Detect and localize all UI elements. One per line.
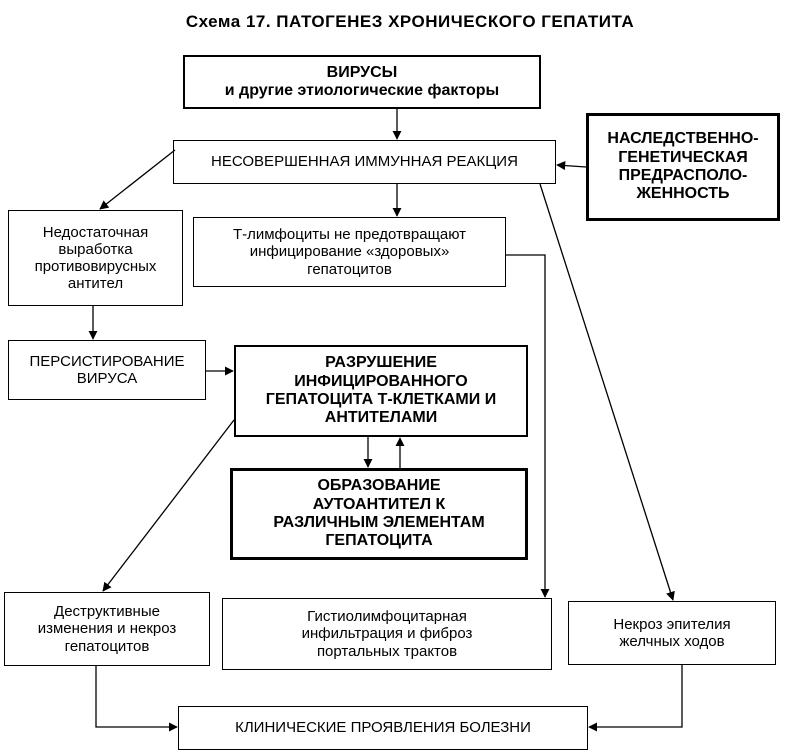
autoantibodies-line-1: ОБРАЗОВАНИЕ [317, 477, 441, 495]
box-clinical-manifestations: КЛИНИЧЕСКИЕ ПРОЯВЛЕНИЯ БОЛЕЗНИ [178, 706, 588, 750]
clinical-line-1: КЛИНИЧЕСКИЕ ПРОЯВЛЕНИЯ БОЛЕЗНИ [235, 719, 531, 737]
box-antibodies: Недостаточная выработка противовирусных … [8, 210, 183, 306]
box-t-lymphocytes: Т-лимфоциты не предотвращают инфицирован… [193, 217, 506, 287]
box-persistence: ПЕРСИСТИРОВАНИЕ ВИРУСА [8, 340, 206, 400]
arrow-necrosis-to-clinical [588, 665, 683, 732]
arrow-heredity-to-immune [556, 161, 587, 171]
box-destruction: РАЗРУШЕНИЕ ИНФИЦИРОВАННОГО ГЕПАТОЦИТА Т-… [234, 345, 528, 437]
autoantibodies-line-4: ГЕПАТОЦИТА [325, 532, 433, 550]
viruses-line-1: ВИРУСЫ [326, 63, 398, 81]
persist-line-2: ВИРУСА [76, 370, 138, 387]
antibodies-line-4: антител [67, 275, 124, 293]
histio-line-3: портальных трактов [316, 642, 458, 660]
box-immune-reaction: НЕСОВЕРШЕННАЯ ИММУННАЯ РЕАКЦИЯ [173, 140, 556, 184]
antibodies-line-3: противовирусных [34, 258, 157, 275]
box-destructive-changes: Деструктивные изменения и некроз гепатоц… [4, 592, 210, 666]
destructive-line-2: изменения и некроз [37, 620, 177, 638]
arrow-destruction-to-destructive [102, 419, 235, 592]
persist-line-1: ПЕРСИСТИРОВАНИЕ [29, 352, 185, 370]
autoantibodies-line-3: РАЗЛИЧНЫМ ЭЛЕМЕНТАМ [273, 514, 485, 531]
necrosis-line-1: Некроз эпителия [613, 615, 731, 633]
histio-line-2: инфильтрация и фиброз [301, 625, 473, 643]
necrosis-line-2: желчных ходов [619, 633, 725, 650]
heredity-line-2: ГЕНЕТИЧЕСКАЯ [618, 148, 748, 166]
destructive-line-3: гепатоцитов [64, 637, 150, 655]
diagram-title: Схема 17. ПАТОГЕНЕЗ ХРОНИЧЕСКОГО ГЕПАТИТ… [185, 12, 635, 31]
tlymph-line-1: Т-лимфоциты не предотвращают [232, 226, 467, 244]
histio-line-1: Гистиолимфоцитарная [307, 608, 467, 626]
arrow-immune-to-necrosis [539, 183, 675, 601]
box-autoantibodies: ОБРАЗОВАНИЕ АУТОАНТИТЕЛ К РАЗЛИЧНЫМ ЭЛЕМ… [230, 468, 528, 560]
box-viruses: ВИРУСЫ и другие этиологические факторы [183, 55, 541, 109]
destruction-line-2: ИНФИЦИРОВАННОГО [294, 372, 468, 390]
destruction-line-4: АНТИТЕЛАМИ [324, 409, 438, 427]
destructive-line-1: Деструктивные [54, 603, 160, 621]
box-histiolymphocytic: Гистиолимфоцитарная инфильтрация и фибро… [222, 598, 552, 670]
box-heredity: НАСЛЕДСТВЕННО- ГЕНЕТИЧЕСКАЯ ПРЕДРАСПОЛО-… [586, 113, 780, 221]
autoantibodies-line-2: АУТОАНТИТЕЛ К [312, 495, 446, 513]
arrow-immune-to-antibodies [99, 149, 176, 210]
box-bile-duct-necrosis: Некроз эпителия желчных ходов [568, 601, 776, 665]
arrow-destructive-to-clinical [95, 666, 178, 732]
antibodies-line-1: Недостаточная [42, 223, 149, 241]
destruction-line-3: ГЕПАТОЦИТА Т-КЛЕТКАМИ И [265, 391, 497, 408]
antibodies-line-2: выработка [58, 240, 133, 258]
heredity-line-4: ЖЕННОСТЬ [636, 185, 730, 203]
destruction-line-1: РАЗРУШЕНИЕ [325, 354, 437, 372]
heredity-line-3: ПРЕДРАСПОЛО- [618, 167, 748, 184]
arrow-tlymph-to-histio [506, 254, 550, 598]
heredity-line-1: НАСЛЕДСТВЕННО- [607, 130, 759, 148]
tlymph-line-3: гепатоцитов [307, 260, 392, 278]
viruses-line-2: и другие этиологические факторы [224, 82, 500, 99]
immune-line-1: НЕСОВЕРШЕННАЯ ИММУННАЯ РЕАКЦИЯ [211, 153, 518, 171]
tlymph-line-2: инфицирование «здоровых» [249, 243, 450, 261]
